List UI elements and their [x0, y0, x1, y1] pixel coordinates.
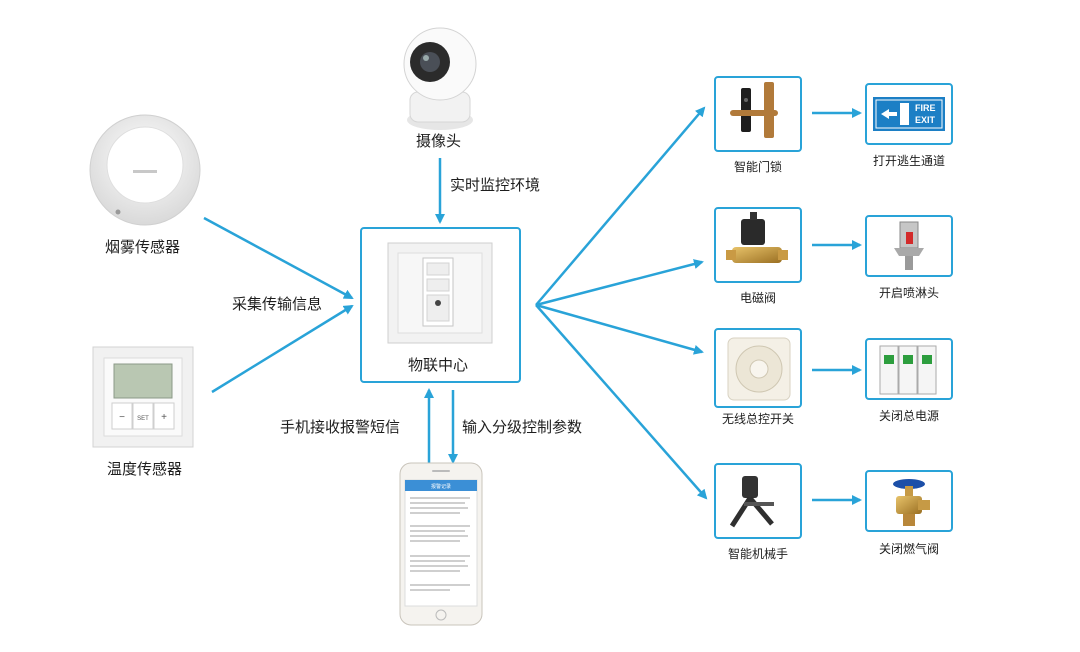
- action-label-open-exit: 打开逃生通道: [872, 154, 945, 168]
- arrow-smoke-to-center: [203, 216, 354, 300]
- arrows: [203, 106, 862, 505]
- device-label-wireless-switch: 无线总控开关: [721, 412, 794, 426]
- arrow-center-to-switch: [535, 303, 704, 355]
- smoke-sensor-label: 烟雾传感器: [105, 238, 181, 256]
- arrow-center-to-lock: [535, 106, 706, 306]
- breaker-box: [865, 338, 953, 400]
- input-params-label: 输入分级控制参数: [462, 418, 583, 436]
- monitor-flow-label: 实时监控环境: [450, 176, 541, 194]
- gas-valve-box: [865, 470, 953, 532]
- fire-exit-box: [865, 83, 953, 145]
- temperature-sensor-icon: [92, 346, 194, 448]
- device-label-smart-lock: 智能门锁: [733, 160, 782, 174]
- camera-icon: [403, 27, 477, 130]
- smart-lock-box: [714, 76, 802, 152]
- center-label: 物联中心: [408, 356, 469, 374]
- arrow-temp-to-center: [211, 304, 354, 394]
- action-label-gas-valve: 关闭燃气阀: [878, 542, 939, 556]
- camera-label: 摄像头: [416, 132, 462, 150]
- arrow-center-to-manipulator: [535, 304, 708, 500]
- sprinkler-box: [865, 215, 953, 277]
- arrow-center-to-valve: [535, 259, 704, 307]
- manipulator-box: [714, 463, 802, 539]
- wireless-switch-box: [714, 328, 802, 408]
- collect-flow-label: 采集传输信息: [232, 295, 323, 313]
- phone-icon: [399, 462, 483, 626]
- smoke-sensor-icon: [89, 114, 201, 226]
- device-label-manipulator: 智能机械手: [727, 547, 788, 561]
- receive-sms-label: 手机接收报警短信: [280, 418, 401, 436]
- device-label-solenoid-valve: 电磁阀: [739, 291, 776, 305]
- action-label-power-off: 关闭总电源: [878, 409, 939, 423]
- solenoid-valve-box: [714, 207, 802, 283]
- temp-sensor-label: 温度传感器: [107, 460, 183, 478]
- action-label-sprinkler: 开启喷淋头: [878, 286, 939, 300]
